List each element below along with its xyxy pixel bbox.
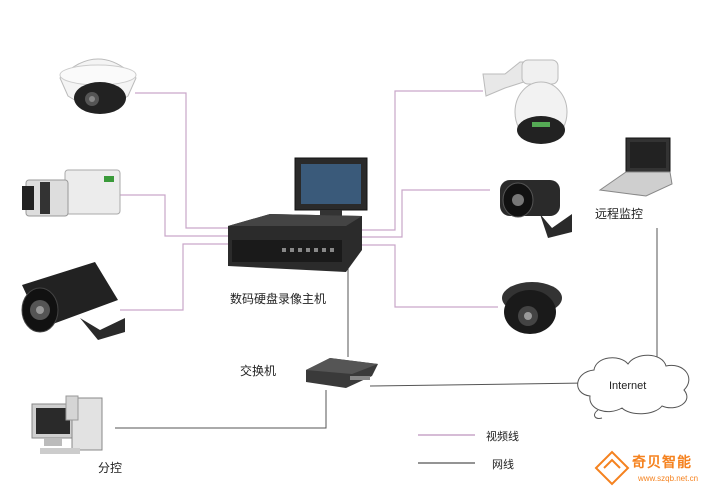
monitor-icon	[294, 157, 368, 216]
switch-icon	[306, 358, 378, 388]
branch-pc-icon	[31, 395, 103, 454]
remote-monitoring-label: 远程监控	[595, 207, 644, 221]
video-line-dome-camera	[135, 92, 230, 229]
watermark-brand: 奇贝智能	[632, 455, 692, 471]
dvr-icon	[228, 214, 362, 272]
switch-label: 交换机	[240, 364, 277, 378]
legend-network-label: 网线	[492, 458, 514, 471]
box-camera-icon	[22, 169, 121, 217]
watermark-url: www.szqb.net.cn	[638, 474, 699, 483]
network-line-switch-internet	[369, 382, 587, 387]
dvr-label: 数码硬盘录像主机	[230, 292, 327, 306]
video-lines	[118, 90, 498, 311]
brand-logo-icon	[594, 450, 630, 486]
ptz-camera-icon	[482, 59, 568, 144]
video-line-ir-camera	[350, 189, 490, 238]
bullet-camera-icon	[21, 262, 125, 340]
internet-cloud-icon	[577, 354, 690, 419]
legend-video-label: 视频线	[486, 430, 519, 443]
branch-control-label: 分控	[98, 461, 123, 475]
internet-label: Internet	[609, 380, 647, 392]
video-line-bullet-camera	[120, 243, 230, 311]
dome-camera-icon	[59, 58, 137, 114]
legend	[418, 434, 475, 464]
network-line-switch-branch	[115, 390, 327, 429]
ir-camera-icon	[500, 180, 572, 238]
indoor-dome-icon	[502, 282, 562, 334]
laptop-icon	[598, 137, 673, 197]
video-line-ptz-camera	[350, 90, 483, 231]
network-lines	[115, 228, 658, 429]
video-line-box-camera	[118, 194, 230, 237]
video-line-indoor-dome	[350, 244, 498, 308]
